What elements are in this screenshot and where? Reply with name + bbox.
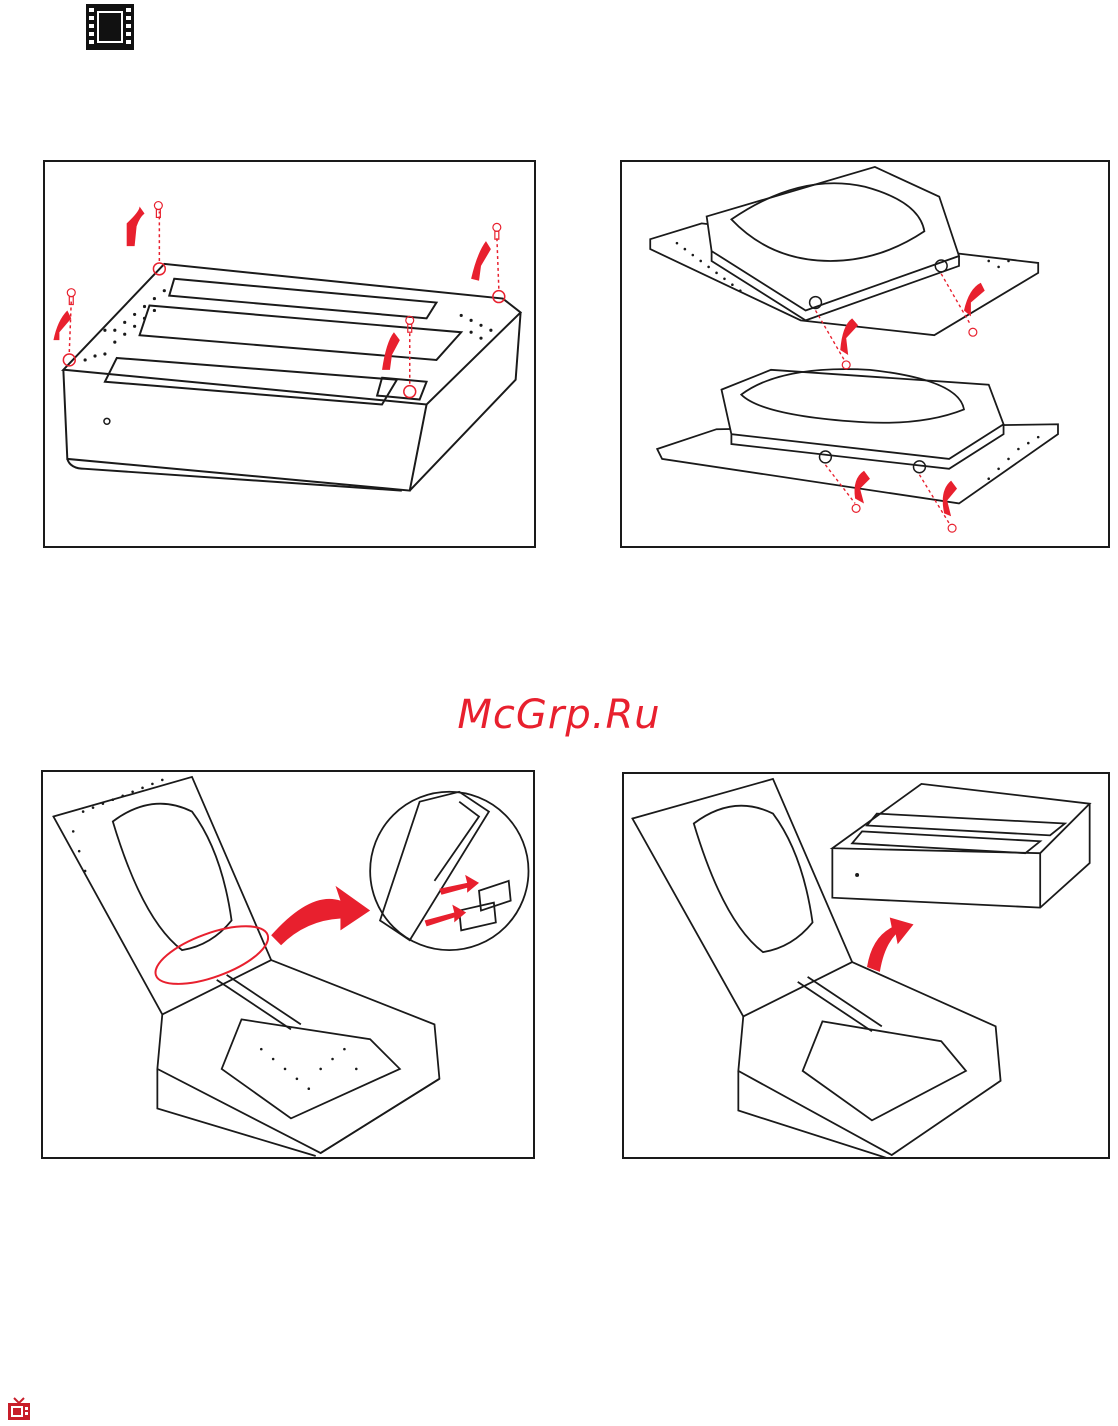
illustration-sata-connection xyxy=(43,772,533,1157)
tv-icon xyxy=(6,1396,32,1422)
figure-replace-cover xyxy=(622,772,1110,1159)
figure-mount-hard-drive xyxy=(620,160,1110,548)
illustration-cover-screws xyxy=(45,162,534,546)
film-strip-icon xyxy=(84,3,136,51)
watermark-text: McGrp.Ru xyxy=(0,692,1118,738)
figure-connect-cables xyxy=(41,770,535,1159)
illustration-hard-drive-tray xyxy=(622,162,1108,546)
zoom-arrow xyxy=(271,886,370,945)
figure-remove-cover-screws xyxy=(43,160,536,548)
lower-arrow xyxy=(867,918,914,972)
zoom-detail-circle xyxy=(370,792,528,950)
illustration-replace-cover xyxy=(624,774,1108,1157)
